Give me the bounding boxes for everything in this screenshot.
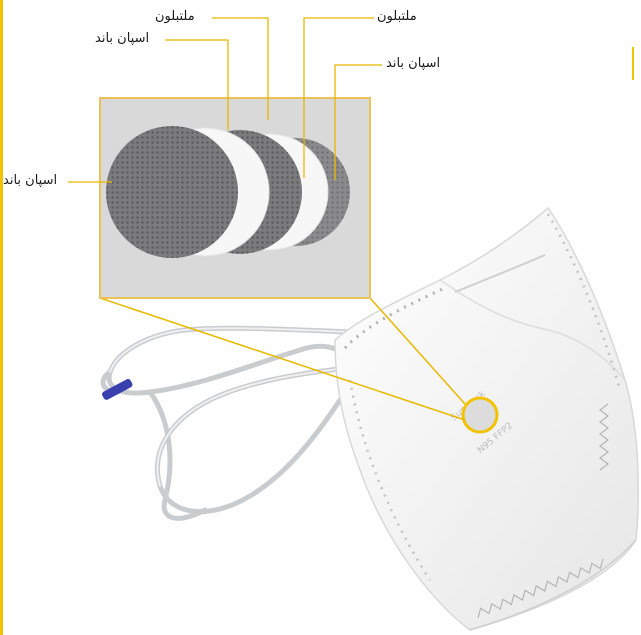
- ear-straps: [103, 328, 352, 518]
- label-spunbond-upper: اسپان باند: [95, 31, 149, 46]
- label-meltblown-mid: ملتبلون: [377, 9, 417, 24]
- ear-straps-highlight: [110, 328, 352, 486]
- layer-discs: [106, 126, 350, 258]
- label-spunbond-right: اسپان باند: [386, 56, 440, 71]
- valve-highlight: [463, 398, 497, 432]
- label-spunbond-left: اسپان باند: [3, 173, 57, 188]
- layer-spunbond-inner: [106, 126, 238, 258]
- label-meltblown-top: ملتبلون: [155, 9, 195, 24]
